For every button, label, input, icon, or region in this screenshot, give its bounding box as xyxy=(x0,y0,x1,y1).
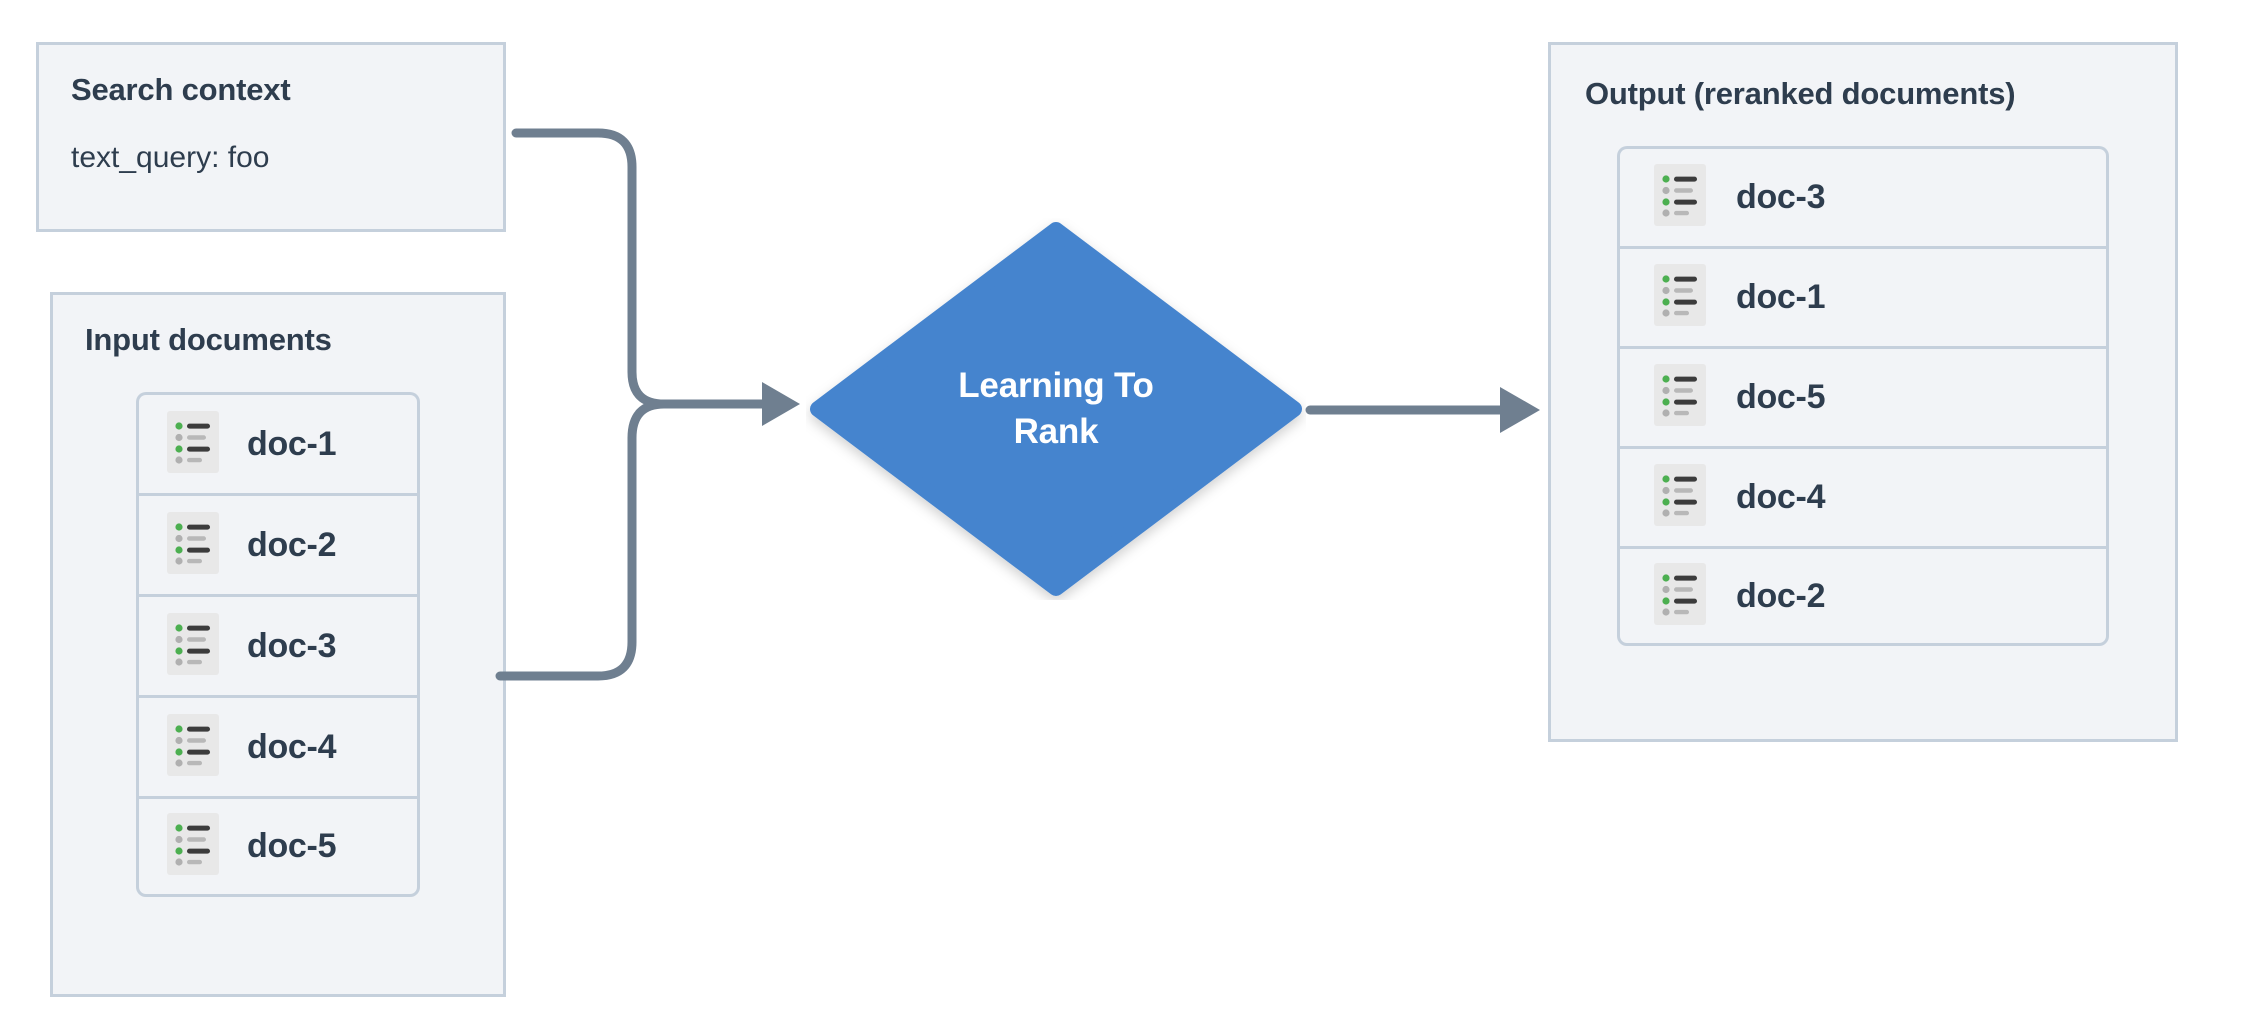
list-item-label: doc-1 xyxy=(247,424,337,463)
list-item-label: doc-2 xyxy=(247,525,337,564)
list-item-label: doc-4 xyxy=(247,727,337,766)
document-list-icon xyxy=(1654,164,1706,231)
list-item[interactable]: doc-2 xyxy=(136,493,420,595)
arrowhead-into-ltr xyxy=(762,382,800,426)
document-list-icon xyxy=(1654,364,1706,431)
list-item[interactable]: doc-4 xyxy=(1617,446,2109,547)
connector-search-context-to-ltr xyxy=(511,128,783,409)
document-list-icon xyxy=(167,612,219,680)
list-item[interactable]: doc-5 xyxy=(1617,346,2109,447)
learning-to-rank-node[interactable]: Learning To Rank xyxy=(806,218,1306,600)
document-list-icon xyxy=(1654,562,1706,630)
output-documents-panel: Output (reranked documents) xyxy=(1548,42,2178,742)
search-context-panel: Search context text_query: foo xyxy=(36,42,506,232)
list-item-label: doc-1 xyxy=(1736,278,1826,317)
list-item-label: doc-3 xyxy=(1736,178,1826,217)
output-documents-title: Output (reranked documents) xyxy=(1585,76,2016,111)
document-list-icon xyxy=(167,813,219,880)
connector-input-documents-to-ltr xyxy=(495,399,783,681)
input-documents-list: doc-1 doc-2 xyxy=(136,392,420,898)
list-item-label: doc-4 xyxy=(1736,478,1826,517)
document-list-icon xyxy=(167,713,219,781)
diamond-shape xyxy=(810,222,1302,596)
list-item[interactable]: doc-2 xyxy=(1617,546,2109,647)
list-item[interactable]: doc-1 xyxy=(136,392,420,494)
list-item[interactable]: doc-3 xyxy=(1617,146,2109,247)
output-documents-list: doc-3 doc-1 xyxy=(1617,146,2109,647)
list-item[interactable]: doc-1 xyxy=(1617,246,2109,347)
list-item[interactable]: doc-3 xyxy=(136,594,420,696)
document-list-icon xyxy=(1654,464,1706,531)
document-list-icon xyxy=(167,511,219,579)
document-list-icon xyxy=(1654,264,1706,331)
list-item-label: doc-5 xyxy=(1736,378,1826,417)
list-item[interactable]: doc-5 xyxy=(136,796,420,898)
search-context-query: text_query: foo xyxy=(71,141,270,175)
list-item-label: doc-2 xyxy=(1736,576,1826,615)
input-documents-title: Input documents xyxy=(85,322,332,357)
input-documents-panel: Input documents doc-1 xyxy=(50,292,506,997)
list-item[interactable]: doc-4 xyxy=(136,695,420,797)
search-context-title: Search context xyxy=(71,72,291,107)
document-list-icon xyxy=(167,410,219,478)
list-item-label: doc-5 xyxy=(247,827,337,866)
list-item-label: doc-3 xyxy=(247,626,337,665)
arrowhead-into-output xyxy=(1500,387,1540,433)
